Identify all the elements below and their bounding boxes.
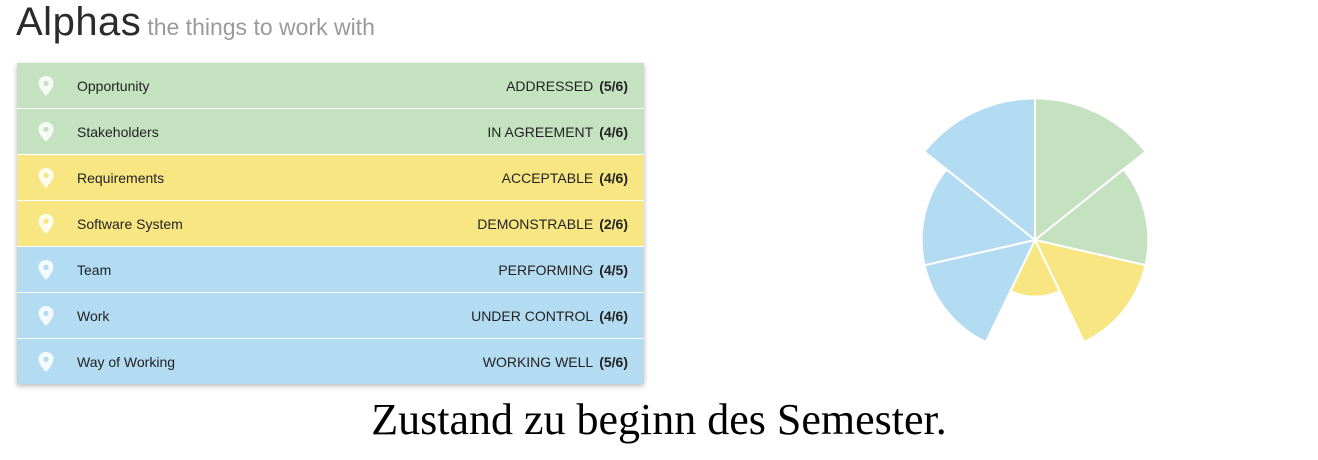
alpha-progress: (4/5) [599, 261, 628, 278]
page-subtitle: the things to work with [147, 14, 375, 40]
alpha-name: Stakeholders [77, 123, 159, 140]
alpha-state-label: DEMONSTRABLE [477, 215, 594, 232]
alpha-name: Team [77, 261, 112, 278]
alpha-progress: (4/6) [599, 123, 628, 140]
chart-slice-way-of-working[interactable] [922, 97, 1036, 243]
alpha-state: DEMONSTRABLE (2/6) [477, 216, 628, 232]
alpha-row-software-system[interactable]: Software System DEMONSTRABLE (2/6) [17, 201, 644, 247]
alpha-state: IN AGREEMENT (4/6) [487, 124, 628, 140]
alpha-name: Requirements [77, 169, 165, 186]
alpha-state: ADDRESSED (5/6) [506, 78, 628, 94]
map-pin-icon [38, 352, 54, 372]
alpha-state: PERFORMING (4/5) [498, 262, 628, 278]
chart-slice-work[interactable] [920, 167, 1038, 267]
alpha-state-label: PERFORMING [498, 261, 594, 278]
alpha-state: ACCEPTABLE (4/6) [502, 170, 628, 186]
alpha-progress: (5/6) [599, 77, 628, 94]
alpha-state: WORKING WELL (5/6) [483, 354, 628, 370]
alpha-name: Way of Working [77, 353, 176, 370]
map-pin-icon [38, 76, 54, 96]
alpha-state-label: ADDRESSED [506, 77, 594, 94]
alpha-progress: (2/6) [599, 215, 628, 232]
alpha-row-stakeholders[interactable]: Stakeholders IN AGREEMENT (4/6) [17, 109, 644, 155]
alpha-row-way-of-working[interactable]: Way of Working WORKING WELL (5/6) [17, 339, 644, 384]
alpha-row-team[interactable]: Team PERFORMING (4/5) [17, 247, 644, 293]
alpha-polar-chart [920, 97, 1150, 344]
alpha-row-work[interactable]: Work UNDER CONTROL (4/6) [17, 293, 644, 339]
page-title: Alphas [16, 0, 142, 44]
alpha-state-label: UNDER CONTROL [471, 307, 594, 324]
alpha-row-requirements[interactable]: Requirements ACCEPTABLE (4/6) [17, 155, 644, 201]
alpha-progress: (4/6) [599, 169, 628, 186]
alpha-name: Opportunity [77, 77, 150, 94]
alpha-name: Software System [77, 215, 183, 232]
alpha-state-label: WORKING WELL [482, 353, 594, 370]
alpha-name: Work [77, 307, 110, 324]
map-pin-icon [38, 260, 54, 280]
alpha-list: Opportunity ADDRESSED (5/6) Stakeholders IN … [17, 63, 644, 384]
chart-slice-requirements[interactable] [1033, 238, 1147, 344]
alpha-row-opportunity[interactable]: Opportunity ADDRESSED (5/6) [17, 63, 644, 109]
caption: Zustand zu beginn des Semester. [371, 395, 947, 444]
chart-slice-team[interactable] [923, 238, 1037, 344]
chart-slice-opportunity[interactable] [1034, 97, 1148, 243]
map-pin-icon [38, 122, 54, 142]
map-pin-icon [38, 306, 54, 326]
alpha-state: UNDER CONTROL (4/6) [471, 308, 628, 324]
alpha-progress: (4/6) [599, 307, 628, 324]
alpha-progress: (5/6) [599, 353, 628, 370]
alpha-state-label: IN AGREEMENT [487, 123, 594, 140]
map-pin-icon [38, 168, 54, 188]
map-pin-icon [38, 214, 54, 234]
chart-slice-stakeholders[interactable] [1032, 167, 1150, 267]
alpha-state-label: ACCEPTABLE [501, 169, 594, 186]
